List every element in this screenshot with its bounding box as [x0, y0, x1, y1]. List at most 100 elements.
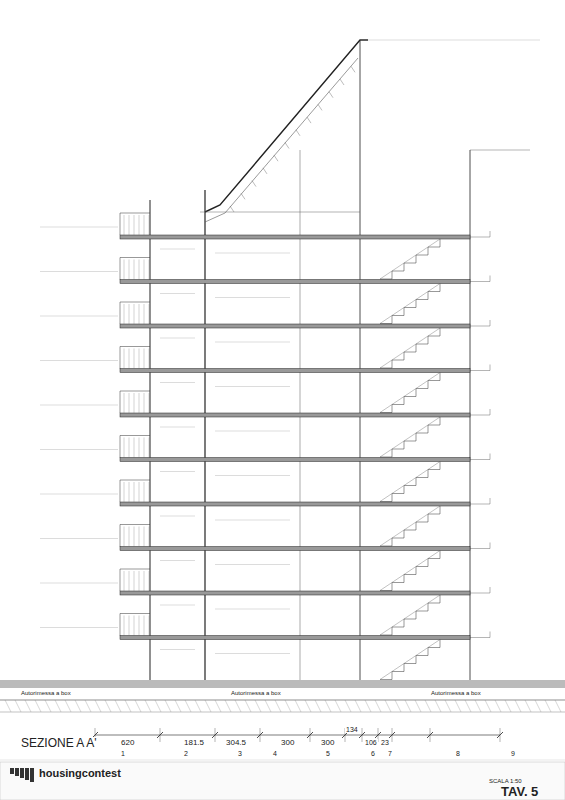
level-mark — [490, 543, 491, 549]
stair-tread — [392, 315, 404, 316]
foundation-hatch — [25, 700, 31, 712]
roof-inner — [205, 58, 358, 222]
leader-line — [40, 405, 118, 406]
stair-tread — [416, 522, 428, 523]
stair-riser — [428, 648, 429, 656]
level-mark — [470, 637, 490, 638]
baluster — [149, 482, 150, 502]
axis-number: 1 — [120, 750, 126, 757]
level-mark — [470, 150, 530, 151]
balcony-rail — [120, 391, 150, 392]
foundation-hatch — [245, 700, 251, 712]
baluster — [139, 215, 140, 235]
stair-tread — [416, 655, 428, 656]
stair-riser — [392, 316, 393, 324]
section-title: SEZIONE A A' — [20, 737, 98, 749]
roof-hatch — [263, 168, 267, 174]
foundation-hatch — [555, 700, 561, 712]
foundation-hatch — [345, 700, 351, 712]
balcony-rail — [120, 569, 150, 570]
roof-hatch — [285, 143, 289, 149]
dimension-value: 304.5 — [225, 739, 247, 747]
leader-line — [40, 316, 118, 317]
room-label: Autorimessa a box — [430, 690, 482, 696]
level-mark — [490, 320, 491, 326]
balcony-rail — [120, 346, 150, 347]
roof-slope — [205, 40, 368, 212]
balcony-rail — [120, 524, 150, 525]
baluster — [149, 393, 150, 413]
floor-slab — [120, 591, 470, 595]
stair-riser — [404, 664, 405, 672]
balcony-rail — [120, 480, 150, 481]
baluster — [144, 438, 145, 458]
foundation-hatch — [145, 700, 151, 712]
baluster — [124, 438, 125, 458]
baluster — [144, 616, 145, 636]
logo-bar — [25, 768, 29, 780]
stair-tread — [416, 566, 428, 567]
foundation-hatch — [495, 700, 501, 712]
leader-line — [40, 627, 118, 628]
baluster — [134, 260, 135, 280]
level-mark — [470, 370, 490, 371]
leader-line — [160, 293, 195, 294]
leader-line — [40, 227, 118, 228]
foundation-hatch — [455, 700, 461, 712]
foundation-hatch — [275, 700, 281, 712]
stair-riser — [404, 575, 405, 583]
level-mark — [490, 231, 491, 237]
stair-riser — [404, 352, 405, 360]
baluster — [129, 393, 130, 413]
level-mark — [490, 632, 491, 638]
dimension-tick — [500, 728, 501, 742]
axis-number: 2 — [183, 750, 189, 757]
stair-riser — [428, 336, 429, 344]
baluster — [139, 527, 140, 547]
room-label: Autorimessa a box — [230, 690, 282, 696]
leader-line — [160, 471, 195, 472]
stair-riser — [440, 417, 441, 425]
roof-hatch — [329, 92, 333, 98]
balcony-rail — [120, 614, 121, 636]
stair-riser — [416, 611, 417, 619]
baluster — [149, 215, 150, 235]
foundation-hatch — [175, 700, 181, 712]
stair-riser — [404, 308, 405, 316]
stair-tread — [416, 433, 428, 434]
foundation-hatch — [225, 700, 231, 712]
foundation-hatch — [315, 700, 321, 712]
leader-line — [215, 475, 290, 476]
leader-line — [215, 253, 290, 254]
balcony-rail — [120, 525, 121, 547]
stair-riser — [404, 441, 405, 449]
roof-hatch — [241, 193, 245, 199]
stair-tread — [392, 404, 404, 405]
leader-line — [40, 449, 118, 450]
stair-riser — [392, 672, 393, 680]
foundation-hatch — [35, 700, 41, 712]
leader-line — [40, 271, 118, 272]
stair-tread — [404, 396, 416, 397]
foundation-hatch — [5, 700, 11, 712]
balcony-rail — [120, 613, 150, 614]
leader-line — [215, 431, 290, 432]
foundation-hatch — [535, 700, 541, 712]
stair-tread — [428, 291, 440, 292]
stair-tread — [392, 271, 404, 272]
baluster — [129, 215, 130, 235]
level-mark — [470, 548, 490, 549]
baluster — [144, 482, 145, 502]
title-block-text: housingcontest — [38, 768, 122, 779]
stair-tread — [404, 574, 416, 575]
dimension-tick — [430, 728, 431, 742]
floor-slab — [120, 458, 470, 462]
level-mark — [490, 409, 491, 415]
foundation-hatch — [305, 700, 311, 712]
axis-number: 3 — [237, 750, 243, 757]
foundation-hatch — [465, 700, 471, 712]
axis-number: 6 — [370, 750, 376, 757]
stair-tread — [392, 360, 404, 361]
structural-wall — [204, 190, 205, 680]
foundation-hatch — [215, 700, 221, 712]
